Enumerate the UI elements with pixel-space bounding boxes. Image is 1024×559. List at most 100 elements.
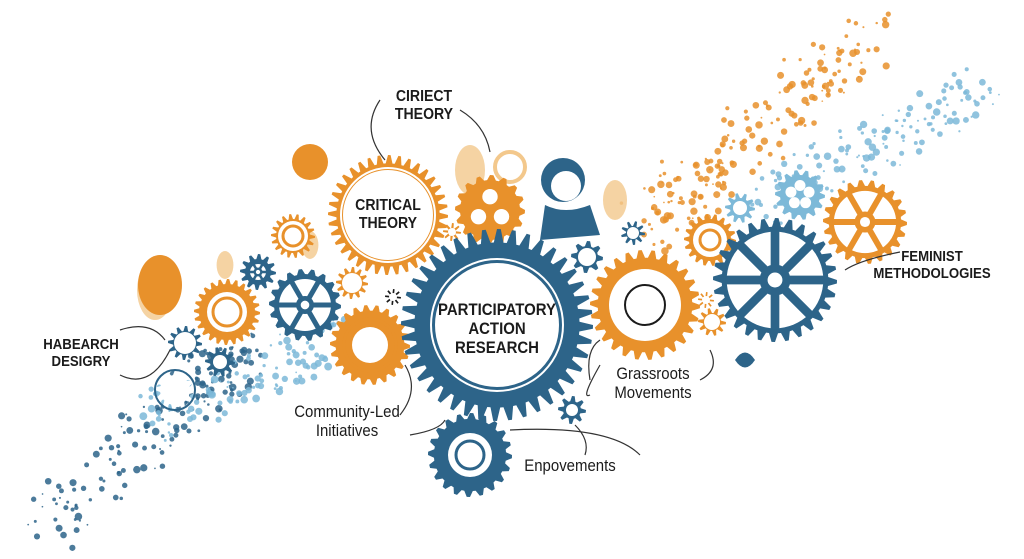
dot: [821, 100, 824, 102]
dot: [72, 487, 77, 492]
dot: [163, 438, 167, 442]
dot: [980, 95, 986, 101]
gear-hole: [352, 327, 388, 363]
dot: [943, 82, 949, 88]
dot: [232, 386, 234, 389]
dot: [866, 48, 871, 53]
dot: [862, 154, 871, 162]
dot: [778, 91, 781, 94]
dot: [728, 191, 735, 198]
fist-icon: [292, 144, 328, 180]
label-critical-theory: CRITICAL THEORY: [355, 197, 421, 232]
dot: [74, 503, 78, 507]
dot: [269, 344, 273, 347]
dot: [916, 119, 920, 122]
dot: [30, 496, 37, 502]
dot: [832, 71, 838, 77]
dot: [958, 130, 961, 133]
dot: [937, 131, 943, 137]
gear-hole: [566, 404, 578, 416]
dot: [659, 159, 664, 164]
dot: [952, 117, 960, 125]
gear-hole: [803, 186, 815, 198]
dot: [186, 409, 191, 414]
dot: [291, 349, 296, 354]
dot: [837, 87, 844, 93]
dot: [66, 500, 70, 504]
dot: [797, 116, 806, 125]
dot: [770, 169, 776, 175]
dot: [798, 58, 802, 62]
dot: [704, 159, 711, 166]
dot: [226, 380, 230, 384]
dot: [817, 65, 824, 72]
dot: [208, 371, 214, 376]
dot: [781, 160, 788, 168]
gear-icon: [775, 170, 825, 220]
dot: [881, 130, 885, 134]
dot: [838, 145, 845, 153]
dot: [246, 377, 254, 385]
gear-hole: [704, 314, 720, 330]
dot: [767, 151, 773, 157]
dot: [788, 80, 796, 89]
dot: [868, 143, 877, 151]
dot: [846, 18, 851, 24]
dot: [125, 413, 128, 416]
gear-hole: [342, 273, 362, 293]
arrow: [844, 251, 901, 271]
dot: [882, 142, 885, 145]
dot: [116, 444, 121, 449]
dot: [873, 134, 876, 138]
dot: [895, 130, 899, 135]
dot: [816, 162, 823, 169]
dot: [167, 431, 171, 434]
dot: [657, 180, 665, 189]
dot: [871, 128, 877, 134]
dot: [279, 333, 281, 336]
dot: [246, 353, 251, 358]
dot: [923, 117, 927, 121]
dot: [275, 387, 284, 396]
dot: [776, 175, 783, 181]
dot: [122, 431, 126, 435]
dot: [194, 393, 201, 399]
dot: [324, 362, 333, 371]
dot: [151, 427, 160, 436]
dot: [946, 103, 949, 107]
dot: [74, 512, 83, 521]
arrow: [409, 419, 446, 436]
dot: [813, 153, 821, 160]
gear-hole: [693, 223, 727, 257]
dot: [962, 90, 968, 95]
dot: [217, 400, 223, 406]
dot: [661, 247, 669, 255]
dot: [207, 403, 210, 406]
dot: [126, 426, 134, 434]
dot: [946, 117, 954, 125]
dot: [160, 434, 165, 439]
dot: [773, 204, 778, 209]
dot: [660, 239, 665, 244]
dot: [960, 98, 964, 102]
dot: [825, 92, 831, 98]
dot: [63, 505, 69, 511]
dot: [819, 44, 826, 51]
dot: [104, 434, 112, 442]
dot: [823, 152, 832, 161]
dot: [838, 129, 842, 133]
dot: [205, 384, 209, 388]
dot: [717, 171, 722, 177]
dot: [330, 322, 337, 328]
dot: [242, 374, 248, 380]
dot: [884, 126, 891, 134]
dot: [275, 366, 279, 370]
gear-inner-ring: [211, 296, 243, 328]
dot: [763, 213, 769, 220]
dot: [839, 135, 843, 140]
dot: [714, 207, 722, 215]
dot: [944, 122, 948, 126]
dot: [890, 160, 897, 167]
dot: [666, 190, 674, 198]
gear-inner-ring: [281, 224, 305, 248]
